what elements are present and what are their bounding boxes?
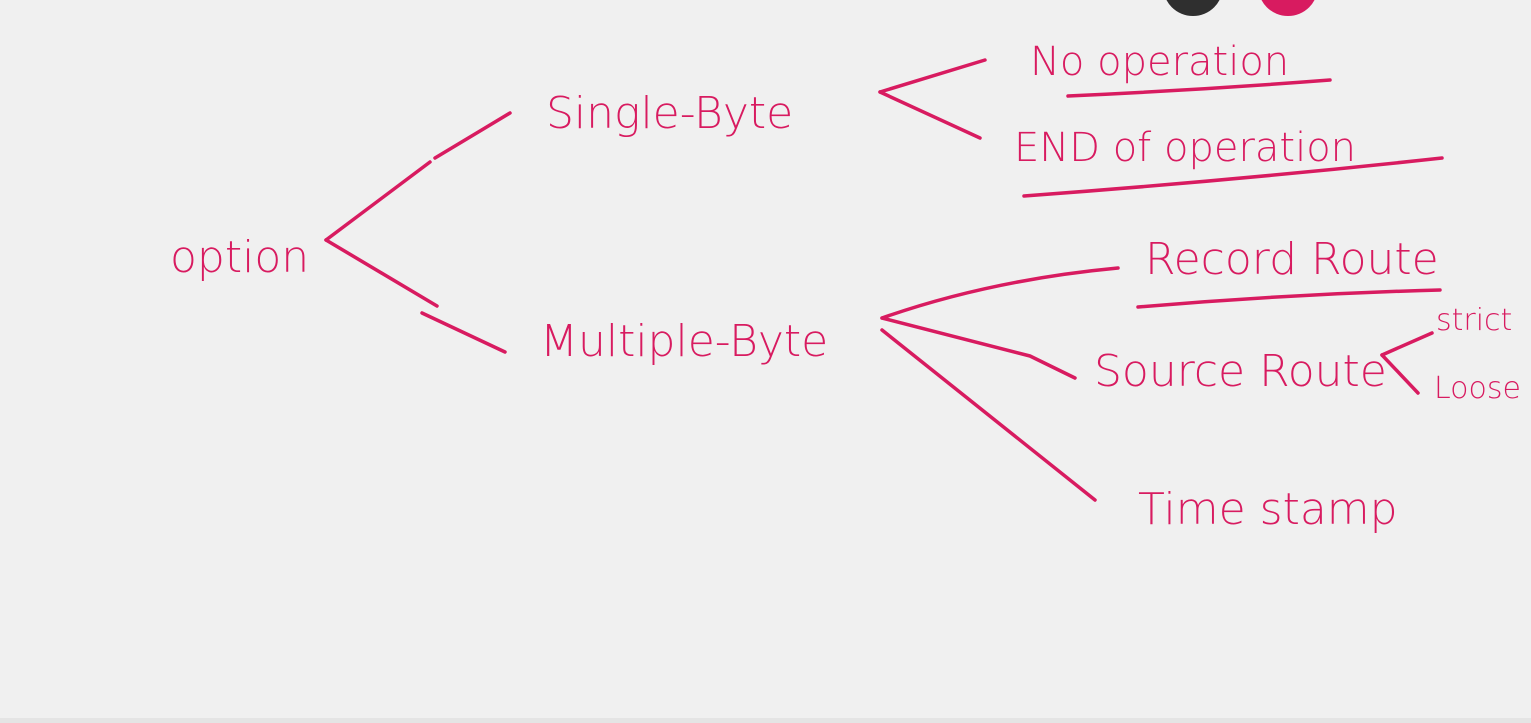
node-end-of-operation: END of operation [1014, 125, 1357, 171]
node-single-byte: Single-Byte [546, 88, 794, 139]
node-loose: Loose [1434, 371, 1521, 406]
underline-record-route [1136, 288, 1442, 309]
branch-multiple-timestamp [880, 328, 1097, 502]
branch-option-multiple [324, 238, 507, 354]
branch-multiple-record [880, 266, 1120, 320]
node-time-stamp: Time stamp [1138, 484, 1398, 535]
branch-single-noop [878, 58, 987, 94]
underline-end-of-operation [1022, 156, 1444, 198]
node-no-operation: No operation [1030, 39, 1290, 85]
node-strict: strict [1436, 303, 1513, 338]
node-option: option [170, 232, 310, 283]
node-record-route: Record Route [1145, 234, 1439, 285]
branch-source-loose [1380, 353, 1420, 395]
branch-source-strict [1380, 331, 1434, 357]
branch-multiple-source [880, 316, 1077, 380]
node-multiple-byte: Multiple-Byte [540, 316, 829, 367]
branch-option-single [324, 111, 512, 242]
bottom-edge [0, 718, 1531, 723]
branch-single-end [878, 90, 982, 140]
node-source-route: Source Route [1094, 346, 1387, 397]
underline-no-operation [1066, 78, 1332, 98]
